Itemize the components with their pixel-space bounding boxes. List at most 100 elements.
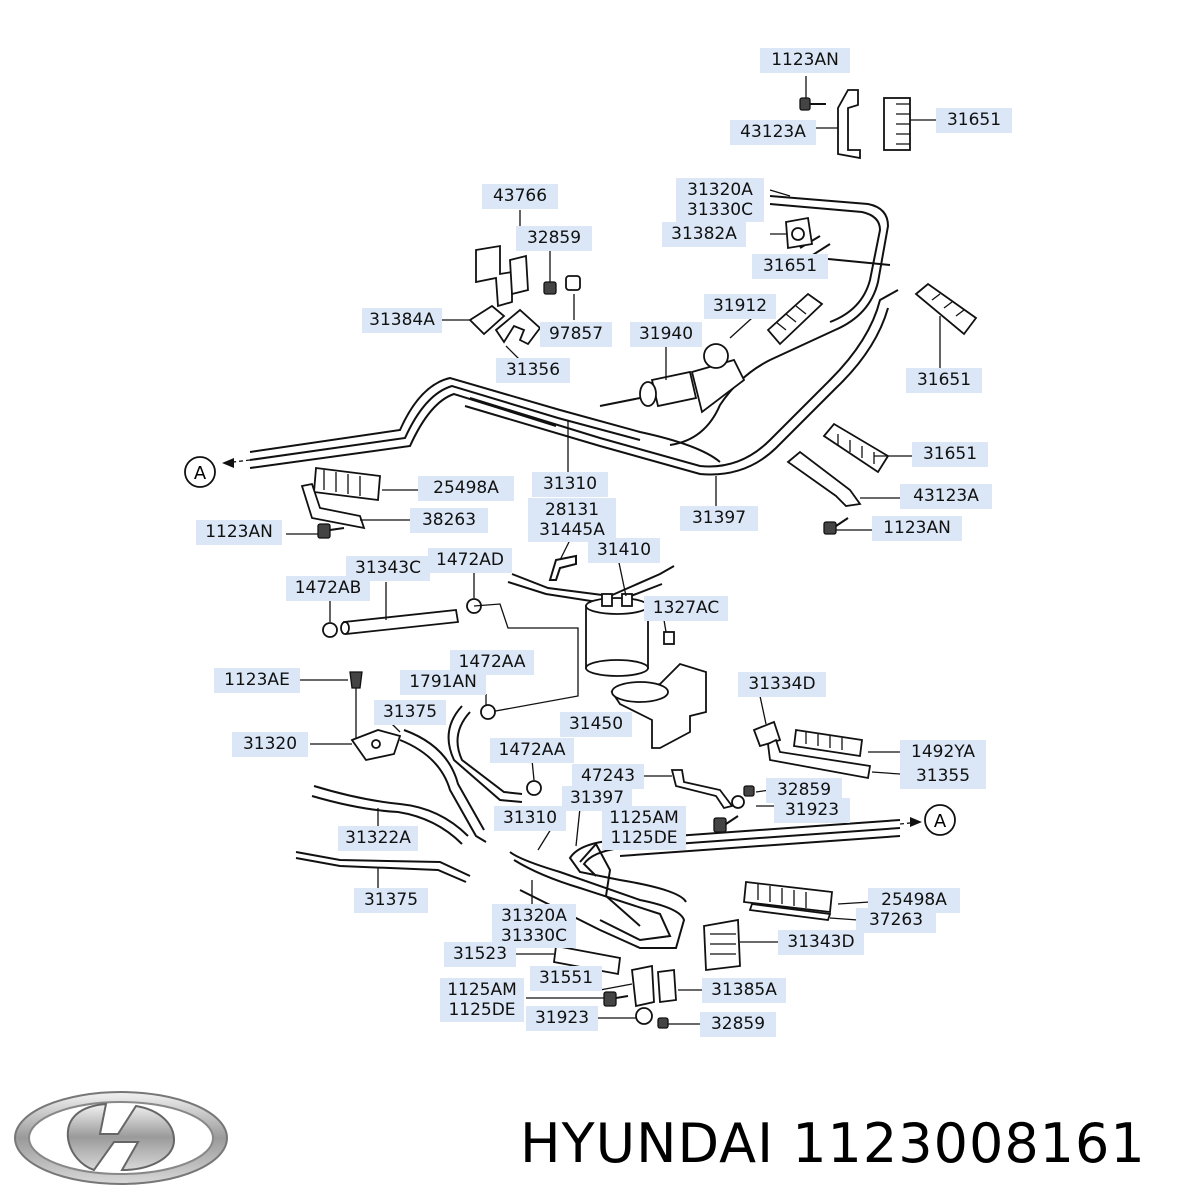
clamp-1472AB: [322, 622, 338, 638]
callout-1125AM-mid: 1125AM: [609, 808, 679, 828]
callout-31651-right: 31651: [906, 368, 982, 393]
callout-1125AM-bottom: 1125AM: [447, 980, 517, 1000]
callout-31651-lower-right: 31651: [912, 442, 988, 467]
clip-25498A-bottom: [743, 881, 833, 913]
callout-1125DE-bottom: 1125DE: [448, 1000, 516, 1020]
callout-1123AN-left: 1123AN: [196, 520, 282, 545]
callout-1125AM-1125DE-mid: 1125AM 1125DE: [602, 806, 686, 850]
callout-31523: 31523: [444, 942, 516, 967]
hose-31343C: [340, 609, 460, 635]
callout-31651-top: 31651: [936, 108, 1012, 133]
callout-31940: 31940: [630, 322, 702, 347]
clip-31343D: [703, 918, 741, 972]
hyundai-logo: [14, 1091, 228, 1185]
callout-31385A: 31385A: [702, 978, 786, 1003]
callout-31330C-top: 31330C: [687, 200, 753, 220]
callout-31320A-top: 31320A: [687, 180, 753, 200]
clip-1492YA: [792, 728, 864, 758]
part-number: 1123008161: [792, 1112, 1146, 1175]
callout-25498A-left: 25498A: [418, 476, 514, 501]
callout-31320A-31330C-bottom: 31320A 31330C: [492, 904, 576, 948]
washer-31923-mid: [731, 795, 745, 809]
bolt-1123AE: [349, 671, 363, 740]
callout-31551: 31551: [530, 966, 602, 991]
filter-bracket-31912: [690, 343, 746, 414]
brand-name: HYUNDAI: [520, 1112, 775, 1175]
bracket-31450: [610, 662, 707, 749]
callout-31322A: 31322A: [338, 826, 418, 851]
pipe-31320A-upper: [669, 195, 891, 446]
bracket-31355: [767, 738, 872, 780]
callout-31450: 31450: [560, 712, 632, 737]
clip-31651-top: [883, 97, 911, 151]
callout-47243: 47243: [572, 764, 644, 789]
callout-31375-top: 31375: [374, 700, 446, 725]
clip-31651-right: [914, 282, 978, 336]
callout-31410: 31410: [588, 538, 660, 563]
clip-31523: [553, 944, 621, 976]
bolt-1125AM-bottom: [603, 991, 629, 1007]
clip-31384A: [468, 304, 506, 336]
clip-31651-lower-right: [822, 422, 890, 474]
hose-31375-top: [399, 729, 487, 843]
arrow-to-A-right: [899, 804, 956, 836]
strap-37263: [748, 903, 832, 921]
clip-31334D: [752, 720, 782, 748]
callout-1791AN: 1791AN: [400, 670, 486, 695]
callout-31310-top: 31310: [532, 472, 608, 497]
hose-31445A: [548, 554, 577, 581]
bracket-47243: [670, 769, 734, 810]
brand-part-title: HYUNDAI 1123008161: [520, 1112, 1146, 1175]
callout-1472AD: 1472AD: [428, 548, 512, 573]
bolt-1123AN-left: [317, 523, 345, 539]
washer-31923-bottom: [635, 1007, 653, 1025]
callout-31320A-bottom: 31320A: [501, 906, 567, 926]
callout-32859-top: 32859: [516, 226, 592, 251]
bolt-1327AC: [663, 631, 675, 645]
callout-31923-bottom: 31923: [526, 1006, 598, 1031]
callout-31356: 31356: [496, 358, 570, 383]
arrow-to-A-left: [184, 456, 251, 488]
callout-31651-mid: 31651: [752, 254, 828, 279]
callout-1327AC: 1327AC: [644, 596, 728, 621]
callout-37263: 37263: [856, 908, 936, 933]
bolt-1125AM-mid: [713, 815, 739, 833]
strap-43123A-right: [786, 450, 862, 507]
nut-32859-bottom: [657, 1017, 669, 1029]
callout-31330C-bottom: 31330C: [501, 926, 567, 946]
leader-canister: [473, 603, 579, 713]
callout-31445A: 31445A: [539, 520, 605, 540]
bolt-1123AN-top: [799, 97, 826, 111]
bracket-43123A-top: [837, 89, 861, 160]
callout-43766: 43766: [482, 184, 558, 209]
callout-31310-bottom: 31310: [494, 806, 566, 831]
callout-32859-bottom: 32859: [700, 1012, 776, 1037]
callout-28131-31445A: 28131 31445A: [528, 498, 616, 542]
hose-1791AN: [447, 705, 523, 803]
callout-1123AN-right: 1123AN: [872, 516, 962, 541]
connector-A-left: A: [194, 463, 207, 484]
bracket-31551: [631, 964, 655, 1008]
flange-31320: [350, 729, 402, 762]
bolt-1123AN-right: [823, 517, 849, 535]
bracket-31356: [494, 308, 542, 346]
callout-31355: 31355: [900, 764, 986, 789]
canister-31410: [585, 593, 649, 677]
callout-43123A-right: 43123A: [900, 484, 992, 509]
callout-1123AN-top: 1123AN: [760, 48, 850, 73]
callout-31397-top: 31397: [680, 506, 758, 531]
callout-1123AE: 1123AE: [214, 668, 300, 693]
callout-31912: 31912: [704, 294, 776, 319]
nut-32859-top: [543, 281, 557, 295]
connector-A-right: A: [934, 811, 947, 832]
callout-1472AB: 1472AB: [286, 576, 370, 601]
callout-25498A-bottom: 25498A: [868, 888, 960, 913]
clip-31385A: [657, 968, 677, 1004]
callout-31334D: 31334D: [738, 672, 826, 697]
callout-1472AA-mid: 1472AA: [490, 738, 574, 763]
callout-1125DE-mid: 1125DE: [610, 828, 678, 848]
callout-31320: 31320: [232, 732, 308, 757]
main-pipe-31310: [249, 376, 721, 469]
callout-1125AM-1125DE-bottom: 1125AM 1125DE: [440, 978, 524, 1022]
